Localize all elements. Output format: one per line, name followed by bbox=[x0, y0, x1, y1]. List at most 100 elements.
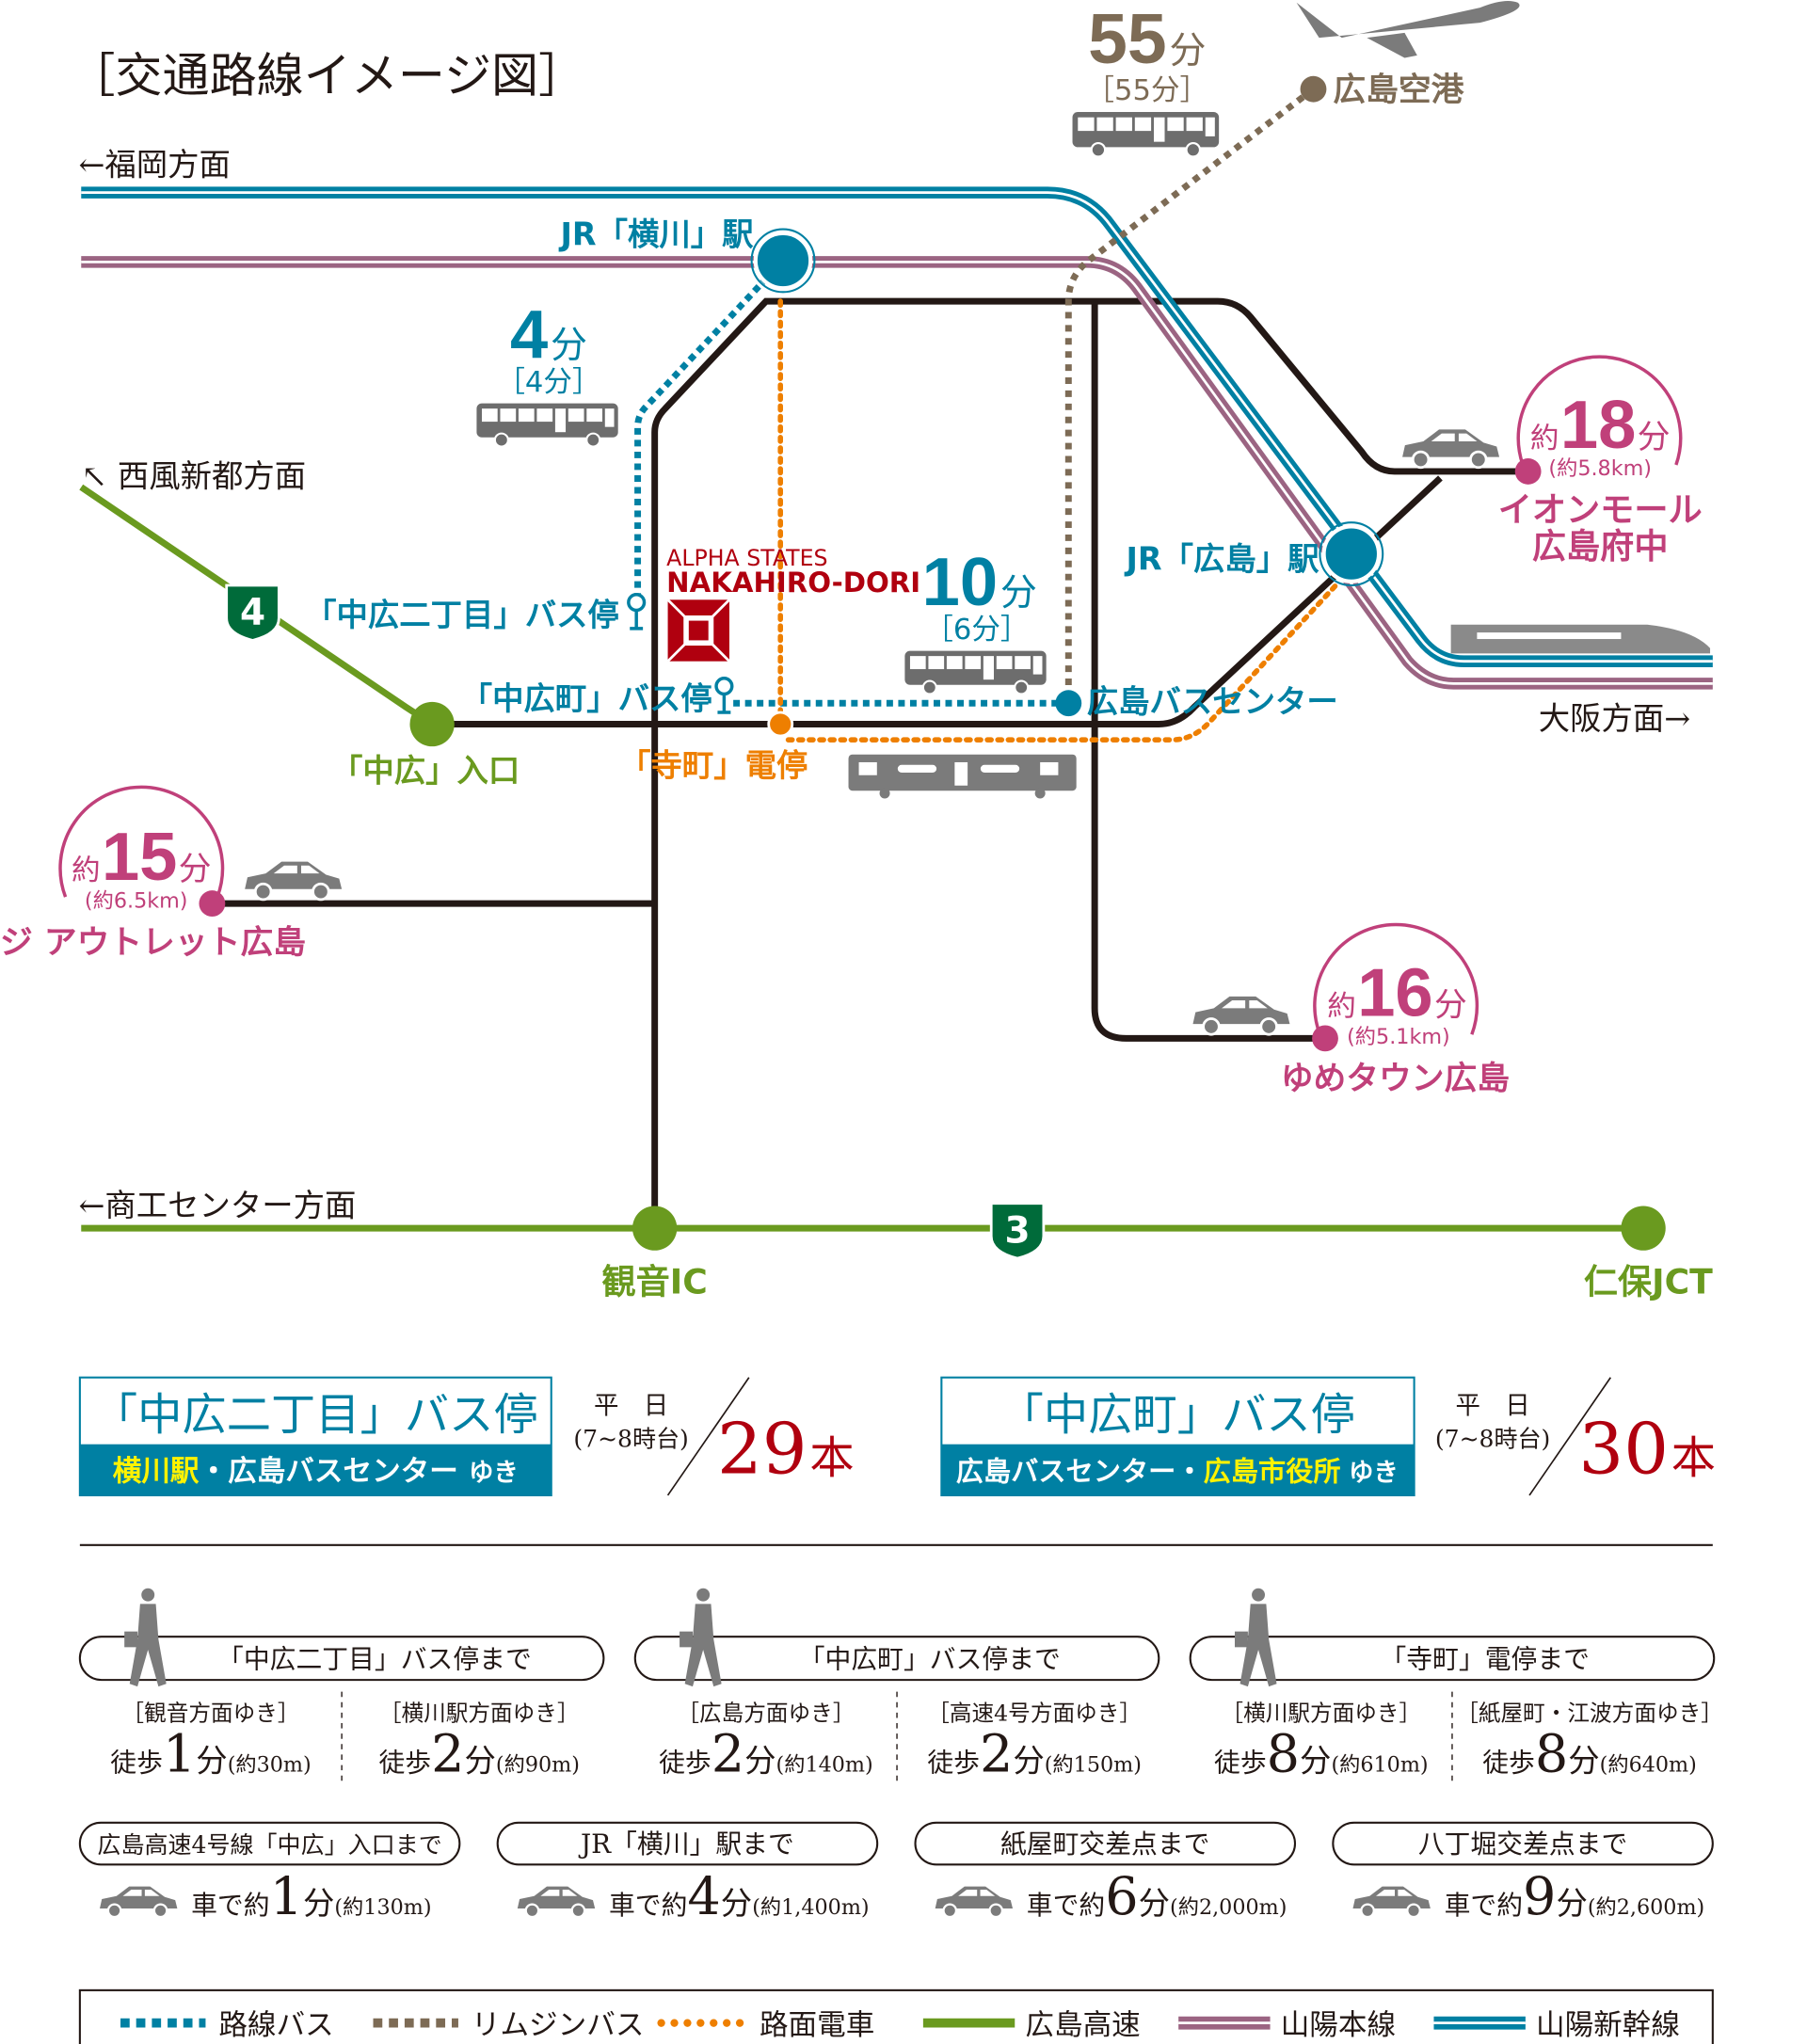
walk-time: 徒歩2分(約140m) bbox=[659, 1724, 873, 1785]
walk-time: 徒歩2分(約90m) bbox=[378, 1724, 579, 1785]
label-bus-center: 広島バスセンター bbox=[1087, 683, 1338, 720]
hours-label: (7~8時台) bbox=[573, 1425, 688, 1452]
destination-pill bbox=[1332, 1821, 1714, 1866]
time-prefix: 約 bbox=[1327, 991, 1356, 1024]
destination-pill bbox=[914, 1821, 1297, 1866]
drive-time: 車で約9分(約2,600m) bbox=[1445, 1866, 1705, 1927]
label-nakahiromachi: 「中広町」バス停 bbox=[461, 680, 712, 717]
walk-time: 徒歩8分(約640m) bbox=[1482, 1724, 1697, 1785]
destination-pill bbox=[78, 1636, 605, 1682]
destination-name: 広島府中 bbox=[1532, 526, 1669, 567]
destination-youme: 約16分 (約5.1km) ゆめタウン広島 bbox=[1191, 922, 1510, 1098]
walk-destination-label: 「中広町」バス停まで bbox=[799, 1644, 1061, 1675]
distance: (約6.5km) bbox=[85, 888, 188, 913]
time-prefix: 約 bbox=[1530, 423, 1559, 455]
property-name-line1: ALPHA STATES bbox=[666, 545, 827, 571]
destination-pill bbox=[78, 1821, 461, 1866]
walk-unit: 分 bbox=[744, 1743, 776, 1780]
direction-label: ［横川駅方面ゆき］ bbox=[379, 1700, 580, 1726]
map-title: ［交通路線イメージ図］ bbox=[68, 48, 585, 103]
direction-fukuoka: ←福岡方面 bbox=[78, 147, 230, 184]
bus-icon bbox=[904, 649, 1047, 695]
walk-distance: (約140m) bbox=[776, 1753, 873, 1778]
destination-name: ジ アウトレット広島 bbox=[0, 924, 306, 962]
destination-pill bbox=[1189, 1636, 1716, 1682]
time-value: 18 bbox=[1560, 388, 1636, 463]
walk-minutes: 1 bbox=[163, 1724, 196, 1785]
drive-unit: 分 bbox=[303, 1885, 334, 1922]
walk-destination-label: 「寺町」電停まで bbox=[1380, 1644, 1590, 1675]
direction-label: ［観音方面ゆき］ bbox=[121, 1700, 299, 1726]
frequency-card-nakahiro-2chome: 「中広二丁目」バス停 横川駅・広島バスセンターゆき 平 日 (7~8時台) 29… bbox=[78, 1376, 855, 1496]
direction-osaka: 大阪方面→ bbox=[1539, 700, 1690, 737]
walk-destination: 「中広二丁目」バス停まで［観音方面ゆき］徒歩1分(約30m)［横川駅方面ゆき］徒… bbox=[78, 1588, 605, 1785]
walk-prefix: 徒歩 bbox=[378, 1748, 431, 1779]
time-value: 16 bbox=[1357, 956, 1432, 1031]
drive-distance: (約2,600m) bbox=[1588, 1895, 1704, 1920]
drive-distance: (約130m) bbox=[334, 1895, 431, 1920]
walk-time: 徒歩2分(約150m) bbox=[927, 1724, 1142, 1785]
yokogawa-time-unit: 分 bbox=[551, 325, 587, 367]
walk-section: 「中広二丁目」バス停まで［観音方面ゆき］徒歩1分(約30m)［横川駅方面ゆき］徒… bbox=[78, 1588, 1723, 1785]
walk-prefix: 徒歩 bbox=[659, 1748, 712, 1779]
center-time: 10分 bbox=[922, 545, 1037, 620]
destination-pill bbox=[633, 1636, 1160, 1682]
destination-outlet: 約15分 (約6.5km) ジ アウトレット広島 bbox=[0, 785, 344, 962]
sanyo-main-line bbox=[81, 256, 1713, 690]
car-icon bbox=[1351, 1885, 1432, 1919]
bus-count-unit: 本 bbox=[809, 1432, 854, 1484]
label-kannon-ic: 観音IC bbox=[601, 1262, 707, 1302]
legend-item: 広島高速 bbox=[922, 2009, 1141, 2042]
frequency-card-nakahiromachi: 「中広町」バス停 広島バスセンター・広島市役所ゆき 平 日 (7~8時台) 30… bbox=[940, 1376, 1716, 1496]
drive-distance: (約2,000m) bbox=[1170, 1895, 1287, 1920]
airplane-icon bbox=[1296, 0, 1520, 58]
time-prefix: 約 bbox=[72, 854, 101, 887]
drive-minutes: 6 bbox=[1105, 1866, 1138, 1927]
yokogawa-time-sub: ［4分］ bbox=[496, 366, 600, 399]
time-unit: 分 bbox=[1434, 987, 1467, 1025]
airport-marker bbox=[1300, 75, 1327, 103]
drive-minutes: 1 bbox=[270, 1866, 303, 1927]
walk-distance: (約150m) bbox=[1045, 1753, 1142, 1778]
bus-count-text: 29本 bbox=[717, 1407, 855, 1490]
car-destination-label: 広島高速4号線「中広」入口まで bbox=[97, 1831, 441, 1859]
walk-prefix: 徒歩 bbox=[1482, 1748, 1535, 1779]
direction-label: ［紙屋町・江波方面ゆき］ bbox=[1456, 1700, 1723, 1726]
destination-aeon: 約18分 (約5.8km) イオンモール 広島府中 bbox=[1400, 355, 1703, 567]
nakahiro-ic-marker bbox=[409, 701, 455, 747]
station-yokogawa-ring bbox=[750, 228, 816, 294]
drive-time: 約18分 bbox=[1530, 388, 1671, 463]
walk-unit: 分 bbox=[196, 1743, 227, 1780]
station-hiroshima-ring bbox=[1319, 521, 1384, 587]
property-logo bbox=[666, 599, 730, 663]
center-time-value: 10 bbox=[922, 545, 998, 620]
label-yokogawa: JR「横川」駅 bbox=[558, 216, 754, 252]
legend-label: リムジンバス bbox=[472, 2009, 645, 2042]
walk-unit: 分 bbox=[1013, 1743, 1044, 1780]
drive-unit: 分 bbox=[1139, 1885, 1170, 1922]
car-icon bbox=[516, 1885, 597, 1919]
destination-text: 横川駅・広島バスセンターゆき bbox=[113, 1456, 519, 1489]
legend-item: 山陽新幹線 bbox=[1433, 2009, 1680, 2042]
teramachi-marker bbox=[767, 711, 794, 738]
time-unit: 分 bbox=[1638, 419, 1671, 456]
bus-icon bbox=[475, 402, 619, 448]
drive-time: 車で約1分(約130m) bbox=[191, 1866, 431, 1927]
limousine-bus-icon bbox=[1071, 110, 1221, 158]
car-destination-label: 紙屋町交差点まで bbox=[1000, 1828, 1210, 1860]
bus-count-unit: 本 bbox=[1671, 1432, 1716, 1484]
walk-prefix: 徒歩 bbox=[110, 1748, 163, 1779]
yokogawa-time: 4分 bbox=[510, 297, 587, 373]
bus-count: 29 bbox=[717, 1407, 808, 1490]
walk-minutes: 8 bbox=[1267, 1724, 1300, 1785]
car-section: 広島高速4号線「中広」入口まで車で約1分(約130m)JR「横川」駅まで車で約4… bbox=[78, 1821, 1714, 1927]
bus-center-marker bbox=[1055, 690, 1082, 717]
destination-rest: ・広島バスセンター bbox=[200, 1456, 458, 1489]
limousine-bus-route bbox=[1064, 86, 1316, 704]
walk-minutes: 2 bbox=[712, 1724, 744, 1785]
airport-time: 55分 bbox=[1088, 0, 1206, 78]
direction-label: ［高速4号方面ゆき］ bbox=[927, 1700, 1142, 1726]
stop-name: 「中広二丁目」バス停 bbox=[93, 1389, 538, 1441]
